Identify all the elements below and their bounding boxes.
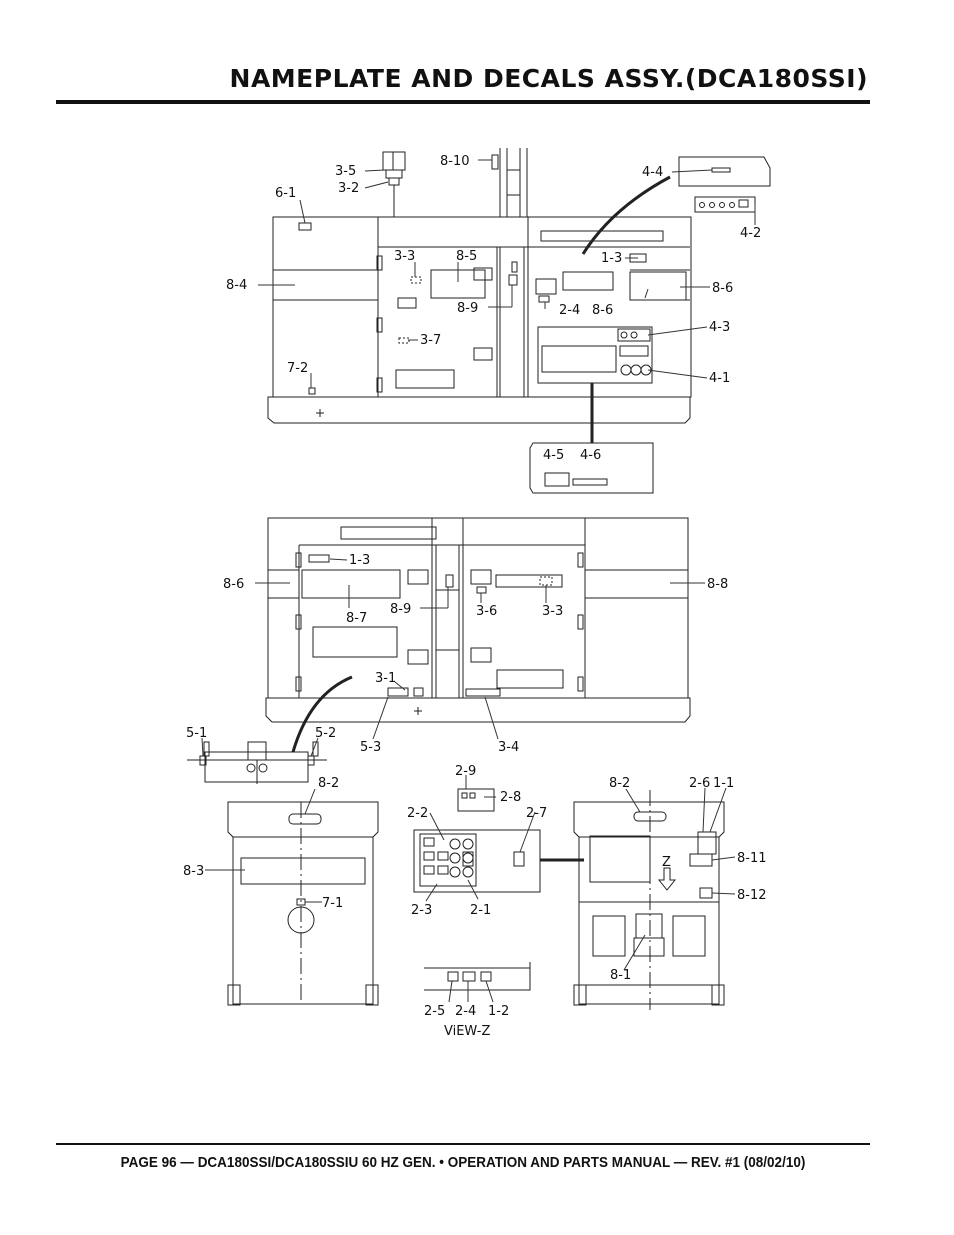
- callout-3-3: 3-3: [542, 604, 563, 619]
- callout-3-3: 3-3: [394, 249, 415, 264]
- callout-4-4: 4-4: [642, 165, 663, 180]
- callout-8-6: 8-6: [712, 281, 733, 296]
- callout-1-1: 1-1: [713, 776, 734, 791]
- callout-2-4: 2-4: [455, 1004, 476, 1019]
- callout-4-1: 4-1: [709, 371, 730, 386]
- callout-8-6: 8-6: [223, 577, 244, 592]
- callout-3-4: 3-4: [498, 740, 519, 755]
- callout-1-3: 1-3: [349, 553, 370, 568]
- callout-8-2: 8-2: [609, 776, 630, 791]
- control-panel-detail: [413, 788, 584, 991]
- callout-2-4: 2-4: [559, 303, 580, 318]
- direction-marker-z: Z: [662, 855, 671, 870]
- view-z-label: ViEW-Z: [444, 1024, 490, 1039]
- callout-6-1: 6-1: [275, 186, 296, 201]
- callout-7-1: 7-1: [322, 896, 343, 911]
- title-rule: [56, 100, 870, 104]
- callout-3-6: 3-6: [476, 604, 497, 619]
- callout-4-3: 4-3: [709, 320, 730, 335]
- callout-1-2: 1-2: [488, 1004, 509, 1019]
- callout-3-2: 3-2: [338, 181, 359, 196]
- callout-1-3: 1-3: [601, 251, 622, 266]
- callout-3-7: 3-7: [420, 333, 441, 348]
- callout-2-7: 2-7: [526, 806, 547, 821]
- callout-8-1: 8-1: [610, 968, 631, 983]
- generator-side-view-bottom: [187, 517, 691, 784]
- callout-2-1: 2-1: [470, 903, 491, 918]
- callout-3-5: 3-5: [335, 164, 356, 179]
- generator-side-view-top: [267, 148, 771, 494]
- callout-8-5: 8-5: [456, 249, 477, 264]
- callout-2-9: 2-9: [455, 764, 476, 779]
- callout-5-3: 5-3: [360, 740, 381, 755]
- callout-7-2: 7-2: [287, 361, 308, 376]
- callout-8-3: 8-3: [183, 864, 204, 879]
- page-footer: PAGE 96 — DCA180SSI/DCA180SSIU 60 HZ GEN…: [120, 1154, 806, 1171]
- callout-8-4: 8-4: [226, 278, 247, 293]
- callout-8-11: 8-11: [737, 851, 767, 866]
- callout-8-12: 8-12: [737, 888, 767, 903]
- callout-2-3: 2-3: [411, 903, 432, 918]
- leader-lines: [201, 159, 756, 1003]
- callout-8-9: 8-9: [390, 602, 411, 617]
- callout-2-8: 2-8: [500, 790, 521, 805]
- generator-rear-view: [227, 801, 379, 1006]
- callout-8-6: 8-6: [592, 303, 613, 318]
- callout-8-10: 8-10: [440, 154, 470, 169]
- callout-2-6: 2-6: [689, 776, 710, 791]
- callout-8-7: 8-7: [346, 611, 367, 626]
- callout-4-5: 4-5: [543, 448, 564, 463]
- generator-front-view: [573, 790, 725, 1010]
- callout-labels: 3-5 3-2 8-10 6-1 4-4 4-2 3-3 8-5 1-3 8-4…: [183, 154, 767, 1039]
- callout-2-5: 2-5: [424, 1004, 445, 1019]
- callout-8-2: 8-2: [318, 776, 339, 791]
- page-title: NAMEPLATE AND DECALS ASSY.(DCA180SSI): [229, 64, 868, 93]
- callout-8-8: 8-8: [707, 577, 728, 592]
- footer-rule: [56, 1143, 870, 1145]
- callout-8-9: 8-9: [457, 301, 478, 316]
- callout-4-2: 4-2: [740, 226, 761, 241]
- callout-3-1: 3-1: [375, 671, 396, 686]
- callout-5-2: 5-2: [315, 726, 336, 741]
- callout-4-6: 4-6: [580, 448, 601, 463]
- callout-5-1: 5-1: [186, 726, 207, 741]
- callout-2-2: 2-2: [407, 806, 428, 821]
